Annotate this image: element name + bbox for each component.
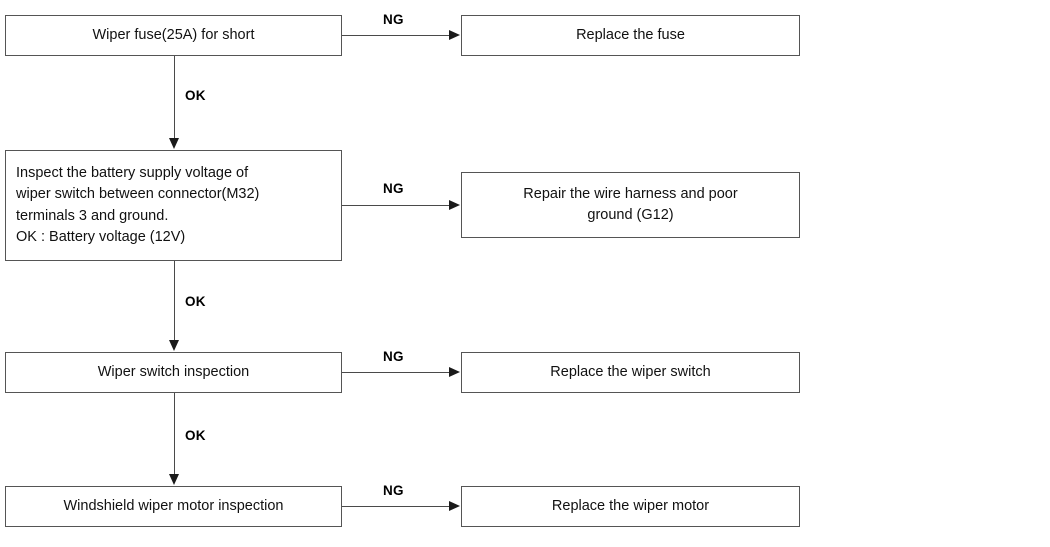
edge-line-voltage-to-switch (174, 261, 175, 341)
edge-label-ng-3: NG (383, 349, 404, 364)
node-check-voltage[interactable]: Inspect the battery supply voltage of wi… (5, 150, 342, 261)
edge-label-ok-1: OK (185, 88, 206, 103)
node-replace-motor-label: Replace the wiper motor (551, 497, 710, 514)
edge-label-ok-2: OK (185, 294, 206, 309)
edge-arrowhead-voltage-to-switch (169, 340, 179, 351)
edge-line-switch-to-replace (342, 372, 450, 373)
node-check-switch-label: Wiper switch inspection (97, 363, 250, 380)
edge-arrowhead-fuse-to-replace (449, 30, 460, 40)
node-replace-switch-label: Replace the wiper switch (550, 363, 711, 380)
edge-arrowhead-motor-to-replace (449, 501, 460, 511)
edge-arrowhead-voltage-to-harness (449, 200, 460, 210)
node-replace-switch[interactable]: Replace the wiper switch (461, 352, 800, 393)
edge-label-ng-4: NG (383, 483, 404, 498)
node-check-voltage-label: Inspect the battery supply voltage of wi… (16, 165, 260, 245)
node-check-motor-label: Windshield wiper motor inspection (63, 497, 284, 514)
node-check-fuse[interactable]: Wiper fuse(25A) for short (5, 15, 342, 56)
node-replace-motor[interactable]: Replace the wiper motor (461, 486, 800, 527)
node-replace-fuse-label: Replace the fuse (576, 26, 685, 43)
node-repair-harness-label: Repair the wire harness and poor ground … (523, 185, 738, 223)
node-check-fuse-label: Wiper fuse(25A) for short (92, 26, 255, 43)
edge-line-voltage-to-harness (342, 205, 450, 206)
edge-arrowhead-fuse-to-voltage (169, 138, 179, 149)
edge-label-ng-2: NG (383, 181, 404, 196)
edge-arrowhead-switch-to-replace (449, 367, 460, 377)
edge-line-switch-to-motor (174, 393, 175, 475)
edge-line-fuse-to-replace (342, 35, 450, 36)
edge-label-ng-1: NG (383, 12, 404, 27)
node-repair-harness[interactable]: Repair the wire harness and poor ground … (461, 172, 800, 238)
node-replace-fuse[interactable]: Replace the fuse (461, 15, 800, 56)
node-check-motor[interactable]: Windshield wiper motor inspection (5, 486, 342, 527)
edge-line-motor-to-replace (342, 506, 450, 507)
edge-line-fuse-to-voltage (174, 56, 175, 139)
edge-label-ok-3: OK (185, 428, 206, 443)
edge-arrowhead-switch-to-motor (169, 474, 179, 485)
node-check-switch[interactable]: Wiper switch inspection (5, 352, 342, 393)
